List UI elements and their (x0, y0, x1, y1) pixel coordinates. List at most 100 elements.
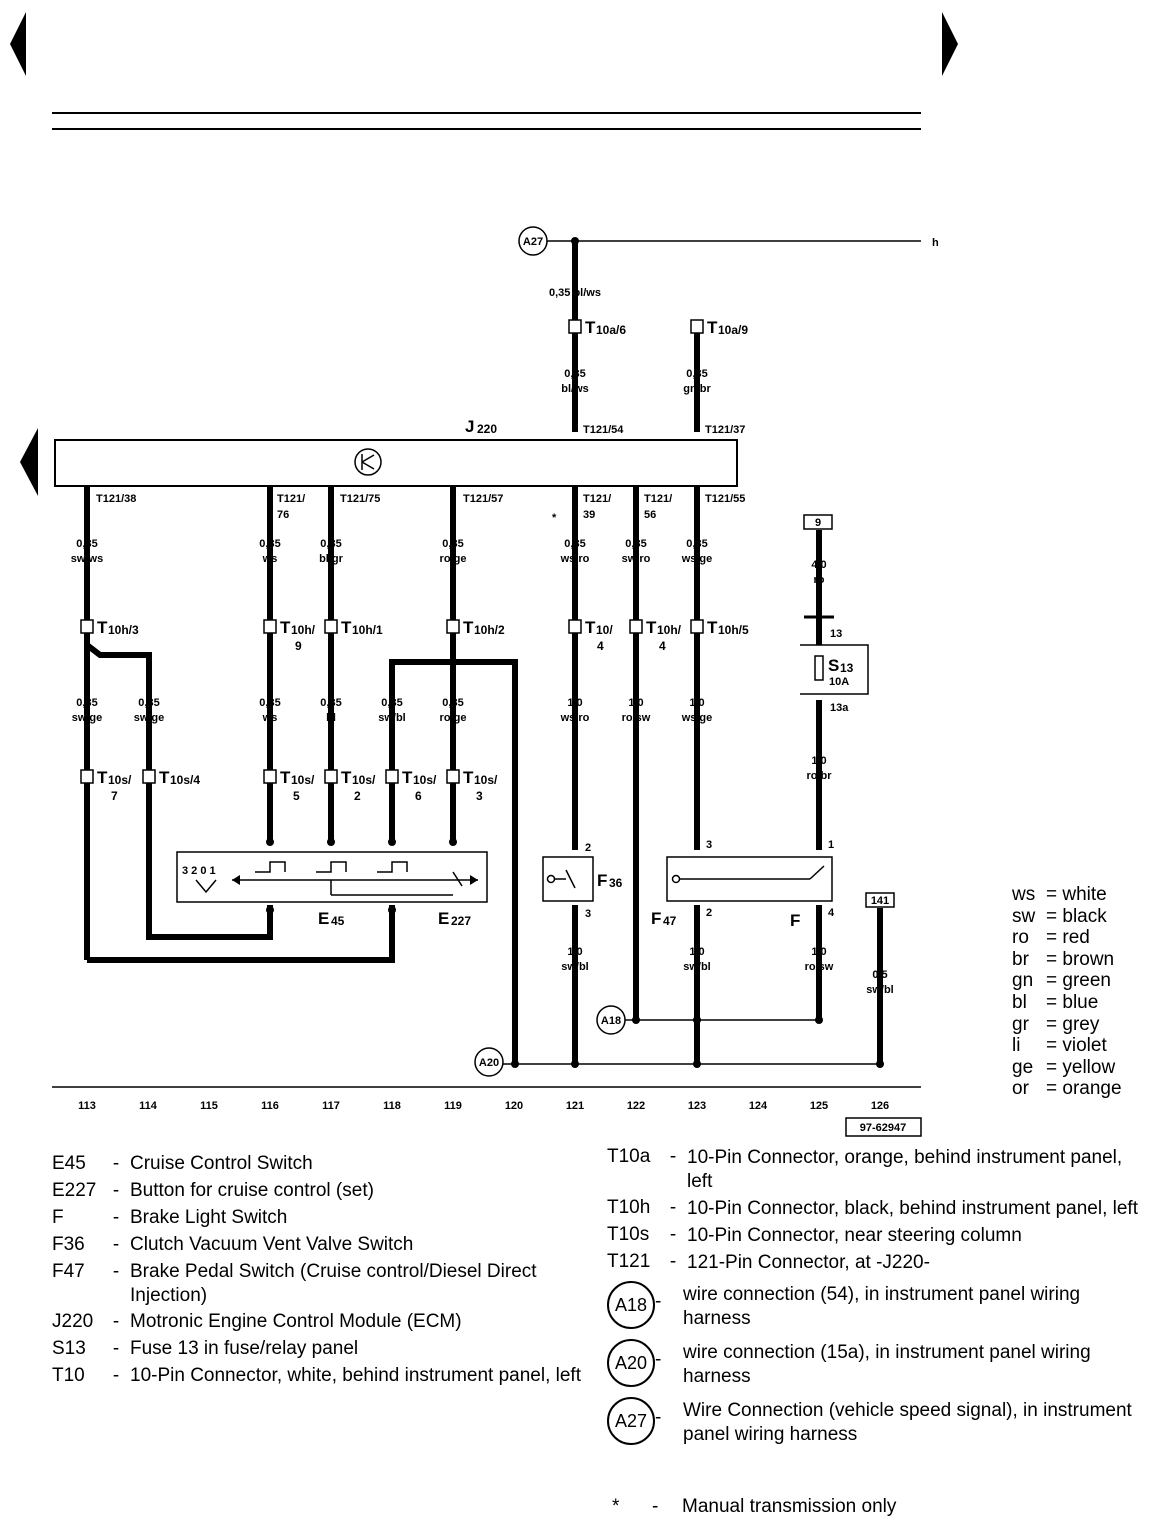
svg-text:10s/: 10s/ (474, 773, 498, 787)
svg-text:10h/: 10h/ (291, 623, 316, 637)
svg-text:10s/: 10s/ (352, 773, 376, 787)
legend-dash: - (112, 1207, 120, 1228)
color-name: = yellow (1046, 1056, 1116, 1078)
color-name: = red (1046, 927, 1090, 949)
column-number: 126 (871, 1100, 889, 1112)
wire-label-top-a27: 0,35 bl/ws (549, 287, 601, 299)
pin-t121-76a: T121/ (277, 493, 305, 505)
column-number: 120 (505, 1100, 523, 1112)
svg-text:T: T (97, 768, 108, 787)
legend-item: T10a-10-Pin Connector, orange, behind in… (607, 1146, 1147, 1194)
fuse-out-gauge: 1,0 (811, 755, 826, 767)
legend-desc: Motronic Engine Control Module (ECM) (130, 1311, 462, 1332)
connection-circle-icon: A27 (607, 1397, 655, 1445)
ref-141-box (865, 892, 895, 908)
legend-dash: - (112, 1261, 120, 1282)
color-name: = green (1046, 970, 1111, 992)
pin-t121-38: T121/38 (96, 493, 136, 505)
legend-item: T121-121-Pin Connector, at -J220- (607, 1251, 1147, 1275)
svg-text:bl/gr: bl/gr (319, 553, 344, 565)
a20-label: A20 (479, 1057, 499, 1069)
connection-circle-icon: A18 (607, 1281, 655, 1329)
svg-text:sw/ge: sw/ge (134, 712, 165, 724)
e45-lever-icon (195, 879, 217, 894)
svg-text:ws/ro: ws/ro (560, 712, 590, 724)
legend-item: E227-Button for cruise control (set) (52, 1177, 592, 1204)
color-key-row: br= brown (1012, 949, 1122, 971)
legend-dash: - (112, 1234, 120, 1255)
legend-dash: - (669, 1146, 677, 1167)
color-name: = orange (1046, 1078, 1122, 1100)
svg-text:T: T (341, 618, 352, 637)
legend-dash: - (112, 1365, 120, 1386)
fuse-feed-box (803, 514, 833, 530)
color-name: = violet (1046, 1035, 1107, 1057)
svg-text:0,35: 0,35 (76, 538, 97, 550)
legend-code: S13 (52, 1338, 86, 1359)
legend-desc: Cruise Control Switch (130, 1153, 313, 1174)
svg-text:0,35: 0,35 (259, 697, 280, 709)
svg-text:10h/3: 10h/3 (108, 623, 139, 637)
legend-desc: Fuse 13 in fuse/relay panel (130, 1338, 359, 1359)
legend-code: T10s (607, 1224, 650, 1245)
j220-label: J (465, 417, 474, 436)
f-label: F (790, 911, 800, 930)
column-number: 116 (261, 1100, 279, 1112)
legend-circle-item: A18-wire connection (54), in instrument … (607, 1281, 1147, 1333)
svg-text:ro/ge: ro/ge (440, 553, 467, 565)
color-key-row: ws= white (1012, 884, 1122, 906)
asterisk-mark: * (552, 512, 557, 524)
fuse-rating: 10A (829, 676, 849, 688)
f36-label: F (597, 871, 607, 890)
legend-desc: Button for cruise control (set) (130, 1180, 374, 1201)
legend-desc: 121-Pin Connector, at -J220- (687, 1252, 930, 1273)
color-abbr: bl (1012, 991, 1027, 1013)
color-abbr: li (1012, 1035, 1021, 1057)
f36-pin-top: 2 (585, 842, 591, 854)
svg-text:2: 2 (354, 789, 361, 803)
prev-page-arrow[interactable] (10, 12, 26, 76)
legend-desc: wire connection (54), in instrument pane… (683, 1284, 1081, 1329)
a18-circle (596, 1005, 626, 1035)
color-key-row: bl= blue (1012, 992, 1122, 1014)
svg-text:10s/: 10s/ (291, 773, 315, 787)
pin-t121-39a: T121/ (583, 493, 611, 505)
legend-code: T10a (607, 1146, 651, 1167)
wiring-diagram: A27 h 0,35 bl/ws 0,35 bl/ws 0,35 gn/br T… (10, 12, 958, 1137)
fuse-name: S (828, 656, 839, 675)
wire-color-col123-top: gn/br (683, 383, 711, 395)
svg-text:ro/sw: ro/sw (622, 712, 651, 724)
svg-text:T: T (280, 768, 291, 787)
svg-text:T: T (646, 618, 657, 637)
column-number: 114 (139, 1100, 158, 1112)
svg-text:sw/ro: sw/ro (622, 553, 651, 565)
pin-t121-39b: 39 (583, 509, 595, 521)
svg-text:10s/: 10s/ (413, 773, 437, 787)
legend-dash: - (112, 1338, 120, 1359)
svg-text:T: T (707, 318, 718, 337)
legend-desc: Clutch Vacuum Vent Valve Switch (130, 1234, 414, 1255)
svg-text:T: T (463, 768, 474, 787)
legend-desc: 10-Pin Connector, white, behind instrume… (130, 1365, 581, 1386)
prev-section-arrow[interactable] (20, 428, 38, 496)
column-number: 119 (444, 1100, 462, 1112)
j220-module (54, 439, 738, 487)
next-page-arrow[interactable] (942, 12, 958, 76)
fuse-out-color: ro/br (806, 770, 832, 782)
svg-text:T: T (402, 768, 413, 787)
svg-text:1,0: 1,0 (567, 946, 582, 958)
svg-text:4: 4 (659, 639, 666, 653)
svg-text:T: T (585, 618, 596, 637)
svg-text:5: 5 (293, 789, 300, 803)
legend-dash: - (112, 1180, 120, 1201)
legend-code: E227 (52, 1180, 97, 1201)
color-abbr: gr (1012, 1013, 1029, 1035)
e45-label: E (318, 909, 329, 928)
connector-t10a9: T 10a/9 (690, 318, 748, 337)
svg-text:T: T (97, 618, 108, 637)
column-number: 121 (566, 1100, 584, 1112)
svg-text:T: T (707, 618, 718, 637)
color-key-row: gr= grey (1012, 1014, 1122, 1036)
f47-pin-top: 3 (706, 839, 712, 851)
svg-text:sw/ws: sw/ws (71, 553, 103, 565)
